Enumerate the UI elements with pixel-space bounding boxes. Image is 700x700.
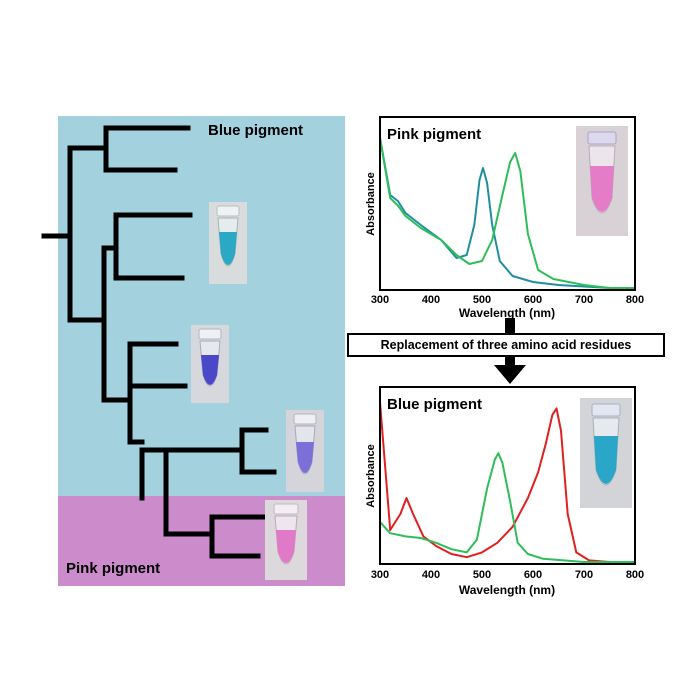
down-arrow	[494, 318, 526, 384]
spectrum-line-2	[379, 452, 635, 563]
x-tick-label: 500	[473, 569, 491, 581]
x-tick-label: 300	[371, 294, 389, 306]
spectrum-line-1	[379, 401, 635, 563]
x-axis-label: Wavelength (nm)	[459, 306, 555, 320]
transition-label: Replacement of three amino acid residues	[380, 338, 632, 352]
x-tick-label: 800	[626, 294, 644, 306]
y-axis-label: Absorbance	[365, 172, 377, 236]
x-tick-label: 700	[575, 294, 593, 306]
tube-photo-pink	[265, 500, 307, 580]
x-tick-label: 500	[473, 294, 491, 306]
chart-title: Blue pigment	[387, 396, 482, 413]
x-tick-label: 300	[371, 569, 389, 581]
blue-pigment-label: Blue pigment	[208, 122, 304, 139]
x-tick-label: 800	[626, 569, 644, 581]
spectrum-line-2	[379, 137, 635, 289]
x-tick-label: 400	[422, 294, 440, 306]
pink-pigment-spectrum-chart: Pink pigment Absorbance 300 400 500 600 700 8…	[365, 116, 644, 320]
x-axis-label: Wavelength (nm)	[459, 583, 555, 597]
x-tick-label: 400	[422, 569, 440, 581]
tube-photo-cyan	[209, 202, 247, 284]
y-axis-label: Absorbance	[365, 444, 377, 508]
tube-photo-blue-bottom	[580, 398, 632, 508]
plot-frame	[379, 116, 636, 291]
plot-frame	[379, 386, 636, 565]
x-tick-label: 600	[524, 569, 542, 581]
x-tick-label: 700	[575, 569, 593, 581]
blue-pigment-spectrum-chart: Blue pigment Absorbance 300 400 500 600 700 8…	[365, 386, 644, 597]
x-tick-label: 600	[524, 294, 542, 306]
tube-photo-blue	[191, 325, 229, 403]
pink-pigment-label: Pink pigment	[66, 560, 161, 577]
spectrum-line-1	[379, 137, 635, 289]
tree-branches	[41, 125, 277, 559]
chart-title: Pink pigment	[387, 126, 481, 143]
tube-photo-pink-top	[576, 126, 628, 236]
tube-photo-violet	[286, 410, 324, 492]
